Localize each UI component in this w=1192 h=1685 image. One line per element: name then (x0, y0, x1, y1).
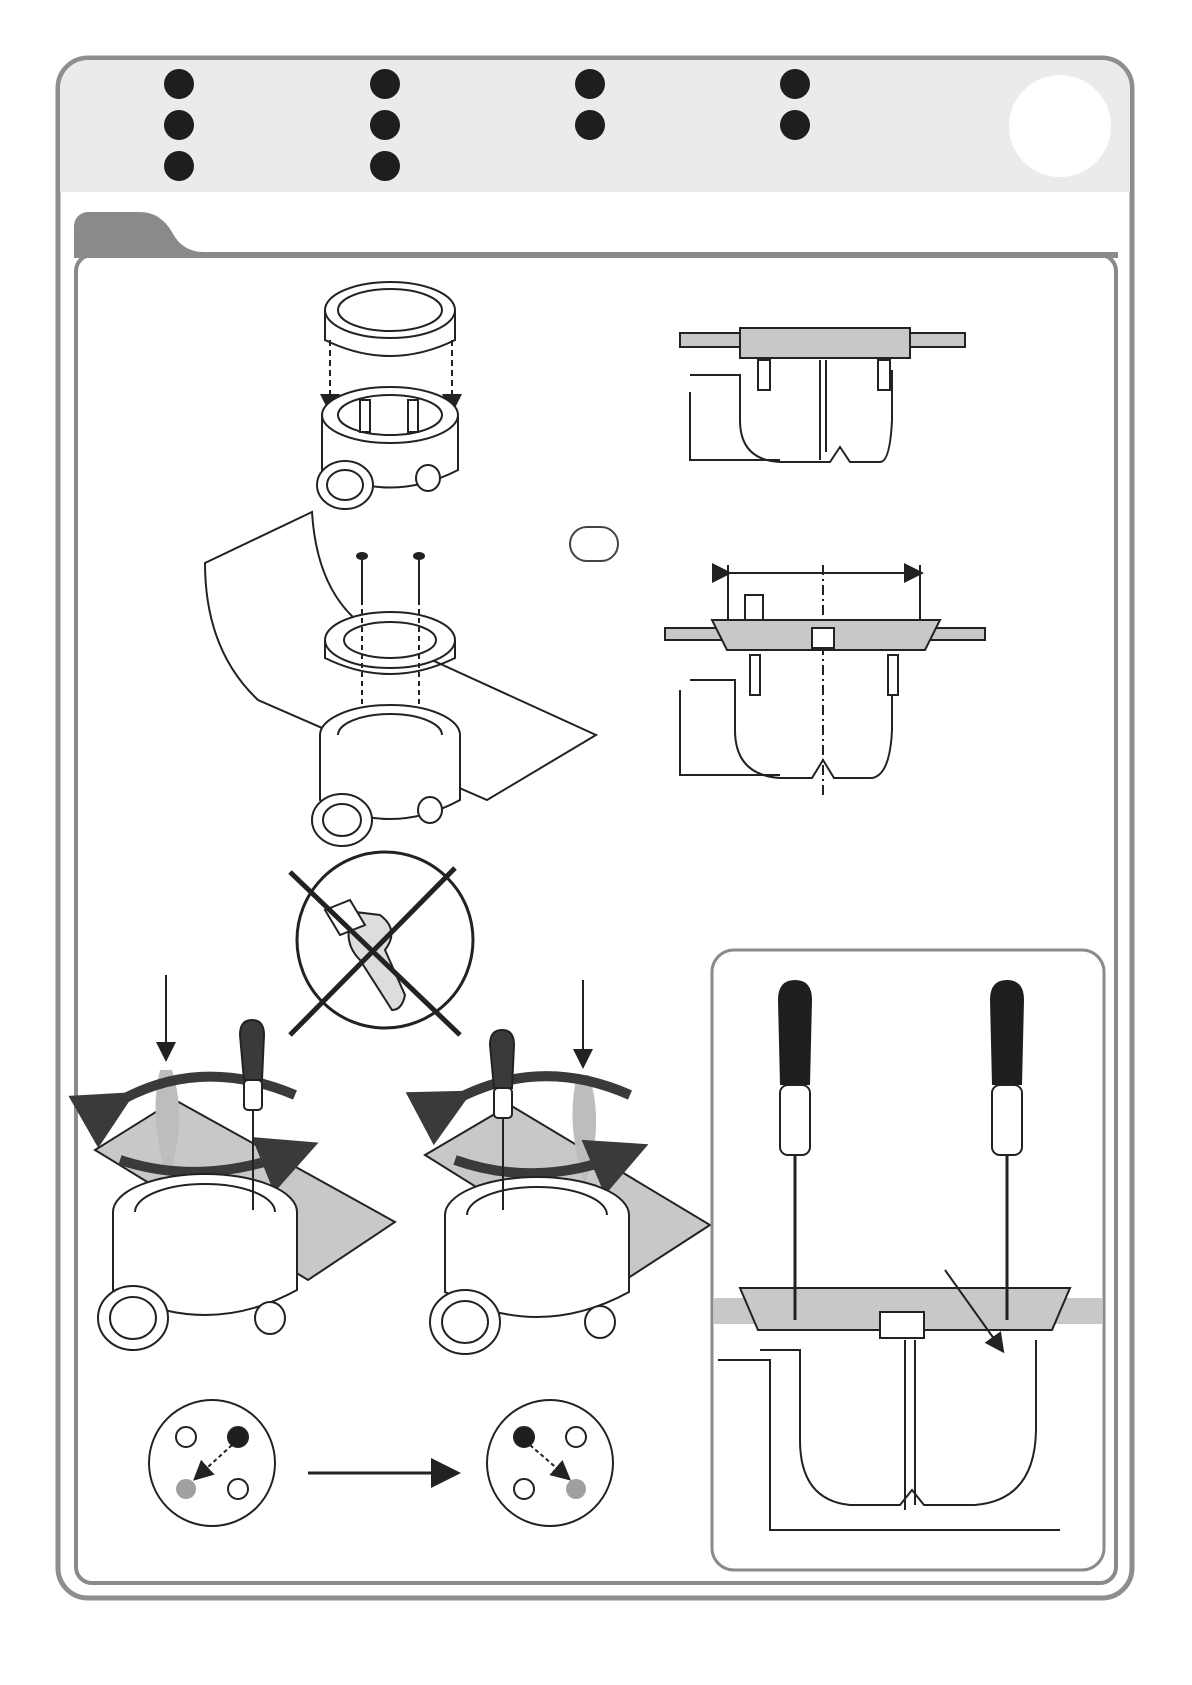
screwdriver-detail-panel (712, 950, 1104, 1570)
language-dot (780, 69, 810, 99)
language-dot (370, 110, 400, 140)
language-dot (575, 110, 605, 140)
screw-order-before (149, 1400, 275, 1526)
screw-dot (514, 1427, 534, 1447)
screw-order-after (487, 1400, 613, 1526)
language-dot (370, 151, 400, 181)
screw-dot (566, 1427, 586, 1447)
language-dot (780, 110, 810, 140)
language-dot (164, 69, 194, 99)
option-badge (570, 527, 618, 561)
language-dot (164, 110, 194, 140)
screw-dot (176, 1479, 196, 1499)
language-dot (164, 151, 194, 181)
screw-dot (514, 1479, 534, 1499)
language-dot (575, 69, 605, 99)
screw-dot (566, 1479, 586, 1499)
page-badge (1009, 75, 1111, 177)
screw-dot (228, 1479, 248, 1499)
language-dot (370, 69, 400, 99)
screw-dot (228, 1427, 248, 1447)
screw-dot (176, 1427, 196, 1447)
